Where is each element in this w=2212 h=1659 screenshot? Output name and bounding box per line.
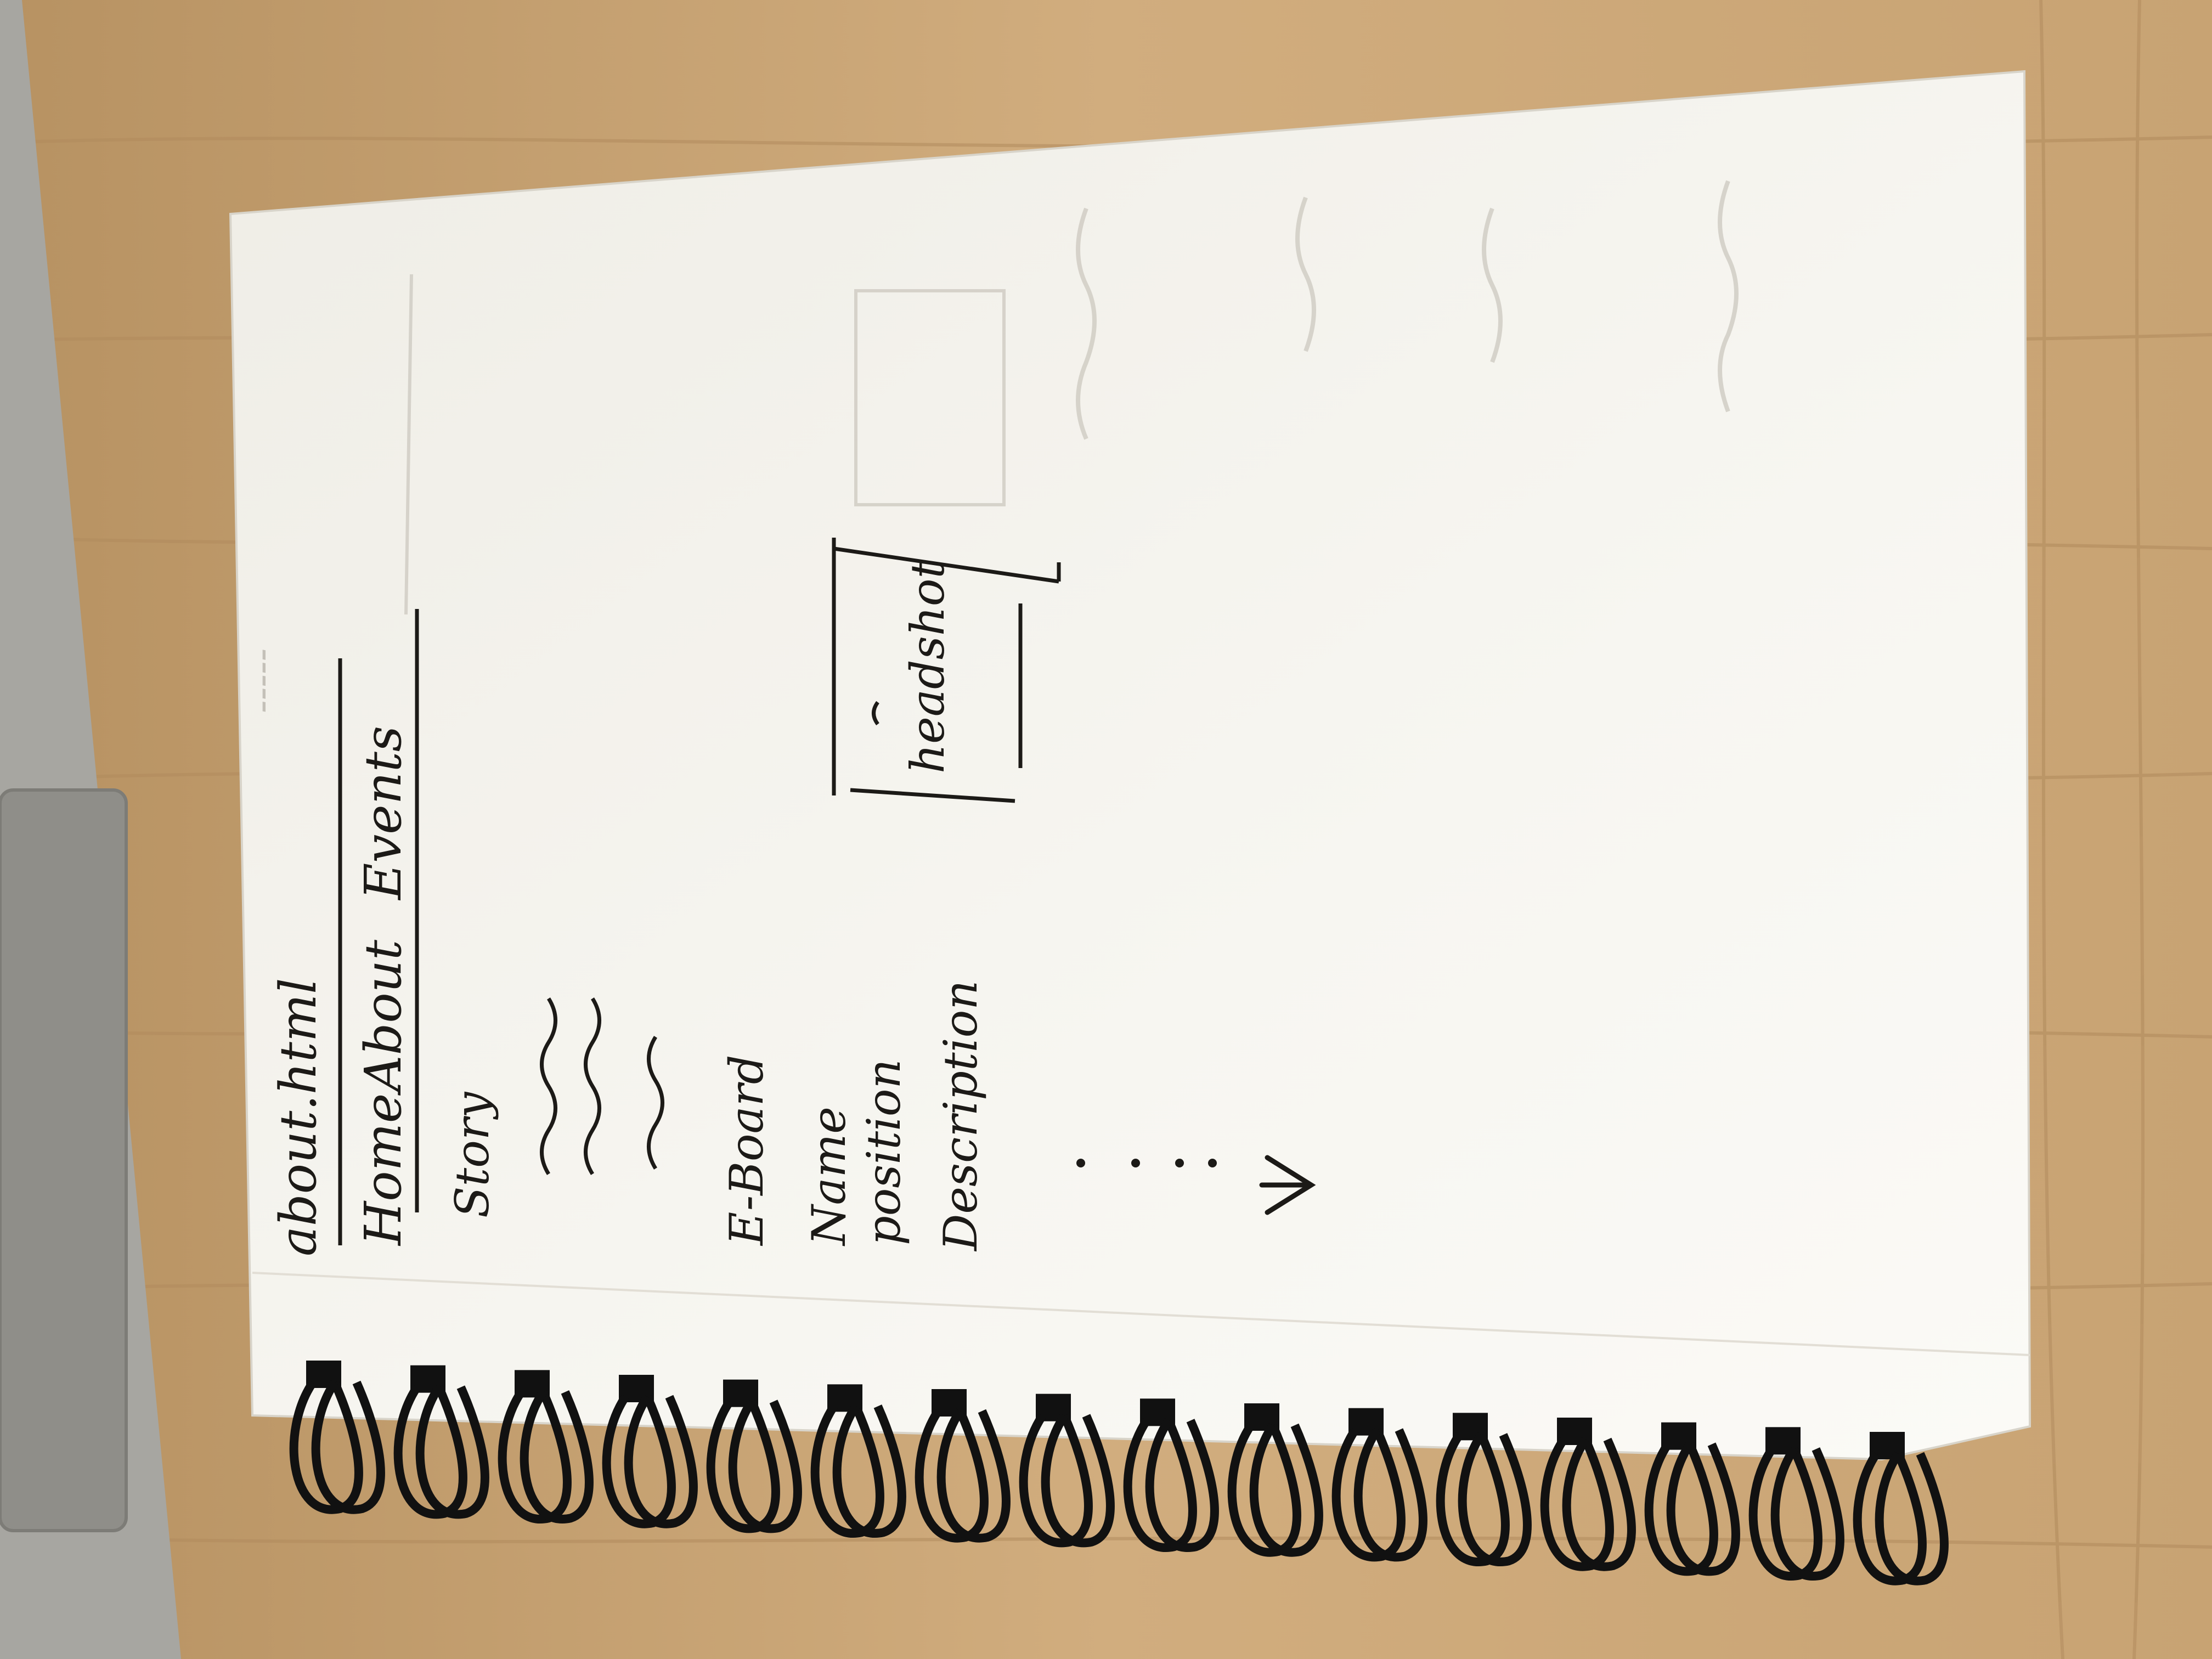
spiral-ring xyxy=(1331,1408,1427,1562)
eboard-heading: E-Board xyxy=(720,1054,774,1246)
nav-about-link: About xyxy=(354,939,413,1096)
ghost-sketch: ----- xyxy=(239,180,1739,713)
laptop-trackpad xyxy=(0,788,128,1532)
spiral-ring xyxy=(1123,1398,1219,1552)
spiral-ring xyxy=(1853,1432,1949,1585)
spiral-ring xyxy=(393,1365,489,1519)
spiral-ring xyxy=(1540,1418,1636,1571)
member-description-label: Description xyxy=(934,980,988,1252)
headshot-placeholder-box xyxy=(832,538,1061,803)
down-arrow-icon xyxy=(1259,1155,1316,1215)
spiral-ring xyxy=(706,1379,802,1533)
spiral-ring xyxy=(602,1375,698,1528)
spiral-ring xyxy=(915,1389,1011,1543)
spiral-ring xyxy=(1227,1403,1323,1557)
continuation-dots xyxy=(1076,1159,1217,1167)
member-position-label: position xyxy=(857,1059,911,1245)
spiral-ring xyxy=(498,1370,594,1523)
story-text-placeholder xyxy=(540,997,664,1175)
spiral-ring xyxy=(1019,1393,1115,1548)
headshot-label: headshot xyxy=(901,560,955,774)
member-name-label: Name xyxy=(802,1107,856,1246)
spiral-binding-icon xyxy=(289,1361,1949,1585)
filename-text: about.html xyxy=(269,978,328,1256)
wireframe-sketch: about.html Home About Events Story E-Boa… xyxy=(269,538,1316,1256)
perforation-line xyxy=(252,1272,2030,1356)
svg-text:-----: ----- xyxy=(239,648,284,713)
notebook-page xyxy=(229,70,2032,1461)
spiral-ring xyxy=(289,1361,385,1514)
story-heading: Story xyxy=(445,1091,499,1218)
nav-home-link: Home xyxy=(354,1093,413,1246)
nav-events-link: Events xyxy=(354,726,413,901)
spiral-ring xyxy=(810,1384,906,1538)
spiral-ring xyxy=(1644,1422,1740,1576)
spiral-ring xyxy=(1748,1427,1844,1581)
spiral-ring xyxy=(1436,1413,1532,1566)
